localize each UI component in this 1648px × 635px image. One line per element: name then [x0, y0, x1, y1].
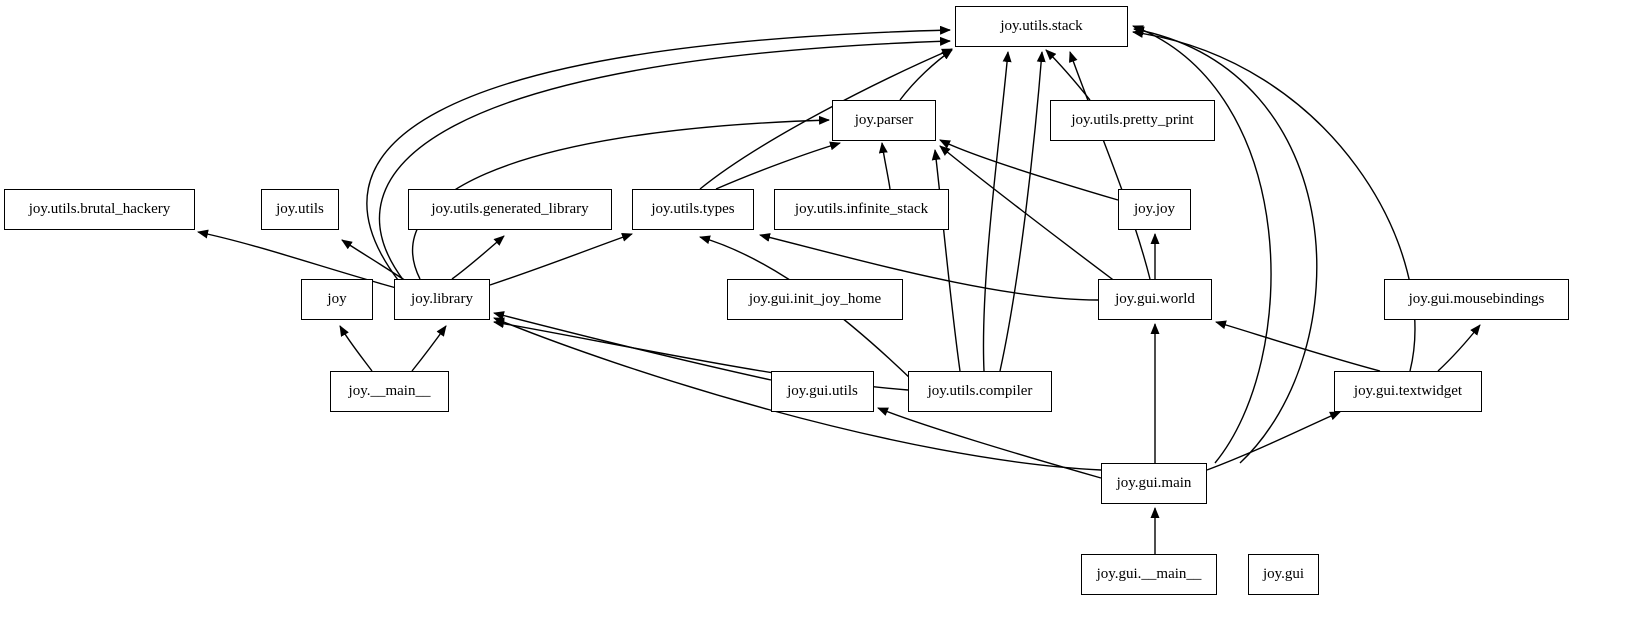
node-label-library: joy.library — [411, 291, 473, 307]
node-joy_main[interactable]: joy.__main__ — [330, 371, 449, 412]
node-label-utils_infinite: joy.utils.infinite_stack — [794, 201, 929, 217]
node-label-utils_brutal: joy.utils.brutal_hackery — [28, 201, 171, 217]
node-utils_generated[interactable]: joy.utils.generated_library — [408, 189, 612, 230]
node-label-gui_utils: joy.gui.utils — [787, 383, 858, 399]
node-gui[interactable]: joy.gui — [1248, 554, 1319, 595]
node-gui_world[interactable]: joy.gui.world — [1098, 279, 1212, 320]
node-label-gui_mousebindings: joy.gui.mousebindings — [1408, 291, 1545, 307]
node-utils_brutal[interactable]: joy.utils.brutal_hackery — [4, 189, 195, 230]
node-utils[interactable]: joy.utils — [261, 189, 339, 230]
node-label-utils_types: joy.utils.types — [651, 201, 735, 217]
node-parser[interactable]: joy.parser — [832, 100, 936, 141]
node-label-utils_stack: joy.utils.stack — [1000, 18, 1083, 34]
node-gui_init_joy_home[interactable]: joy.gui.init_joy_home — [727, 279, 903, 320]
node-label-gui_main: joy.gui.main — [1116, 475, 1192, 491]
node-label-joy_main: joy.__main__ — [348, 383, 431, 399]
node-label-utils_pretty_print: joy.utils.pretty_print — [1071, 112, 1194, 128]
node-joy[interactable]: joy — [301, 279, 373, 320]
node-label-gui_textwidget: joy.gui.textwidget — [1353, 383, 1463, 399]
node-joy_joy[interactable]: joy.joy — [1118, 189, 1191, 230]
node-gui_textwidget[interactable]: joy.gui.textwidget — [1334, 371, 1482, 412]
node-utils_types[interactable]: joy.utils.types — [632, 189, 754, 230]
node-label-gui__main__: joy.gui.__main__ — [1096, 566, 1202, 582]
node-utils_pretty_print[interactable]: joy.utils.pretty_print — [1050, 100, 1215, 141]
node-utils_infinite[interactable]: joy.utils.infinite_stack — [774, 189, 949, 230]
node-label-utils_compiler: joy.utils.compiler — [927, 383, 1033, 399]
node-label-gui_init_joy_home: joy.gui.init_joy_home — [748, 291, 882, 307]
node-gui_main[interactable]: joy.gui.main — [1101, 463, 1207, 504]
node-gui_utils[interactable]: joy.gui.utils — [771, 371, 874, 412]
node-gui__main__[interactable]: joy.gui.__main__ — [1081, 554, 1217, 595]
node-library[interactable]: joy.library — [394, 279, 490, 320]
node-label-joy_joy: joy.joy — [1133, 201, 1176, 217]
node-utils_compiler[interactable]: joy.utils.compiler — [908, 371, 1052, 412]
node-label-utils_generated: joy.utils.generated_library — [431, 201, 589, 217]
node-utils_stack[interactable]: joy.utils.stack — [955, 6, 1128, 47]
node-label-joy: joy — [327, 291, 347, 307]
node-label-utils: joy.utils — [276, 201, 324, 217]
node-label-parser: joy.parser — [854, 112, 914, 128]
node-label-gui_world: joy.gui.world — [1115, 291, 1195, 307]
node-gui_mousebindings[interactable]: joy.gui.mousebindings — [1384, 279, 1569, 320]
node-label-gui: joy.gui — [1262, 566, 1305, 582]
